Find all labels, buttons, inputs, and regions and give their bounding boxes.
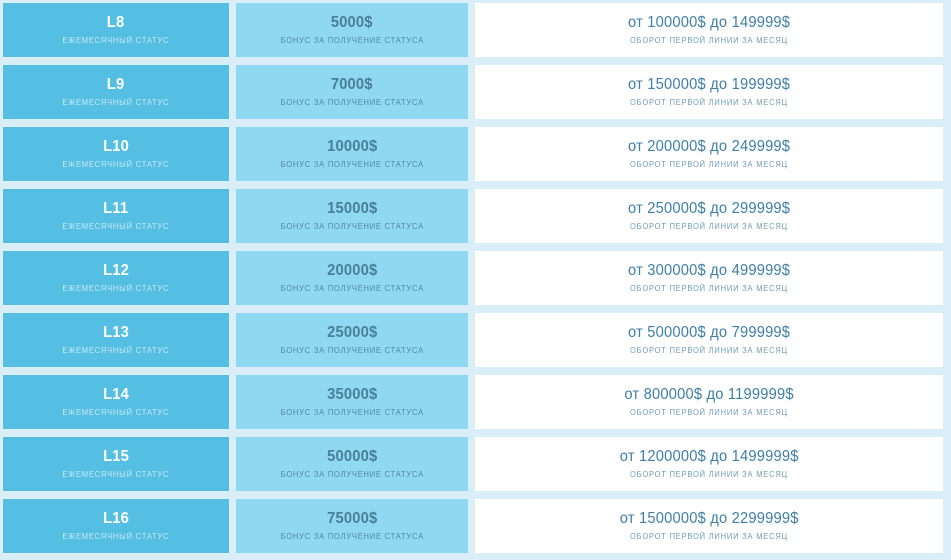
bonus-amount: 15000$ (326, 200, 378, 218)
level-card[interactable]: L15 ЕЖЕМЕСЯЧНЫЙ СТАТУС (3, 437, 229, 491)
bonus-amount: 5000$ (331, 14, 373, 32)
level-name: L12 (103, 262, 129, 280)
level-caption: ЕЖЕМЕСЯЧНЫЙ СТАТУС (62, 98, 170, 107)
level-card[interactable]: L8 ЕЖЕМЕСЯЧНЫЙ СТАТУС (3, 3, 229, 57)
level-caption: ЕЖЕМЕСЯЧНЫЙ СТАТУС (62, 284, 170, 293)
bonus-card[interactable]: 35000$ БОНУС ЗА ПОЛУЧЕНИЕ СТАТУСА (236, 375, 468, 429)
level-name: L16 (103, 510, 129, 528)
level-name: L14 (103, 386, 129, 404)
level-card[interactable]: L9 ЕЖЕМЕСЯЧНЫЙ СТАТУС (3, 65, 229, 119)
bonus-amount: 7000$ (331, 76, 373, 94)
table-row-l8: L8 ЕЖЕМЕСЯЧНЫЙ СТАТУС 5000$ БОНУС ЗА ПОЛ… (3, 3, 948, 57)
turnover-card[interactable]: от 200000$ до 249999$ ОБОРОТ ПЕРВОЙ ЛИНИ… (475, 127, 943, 181)
bonus-card[interactable]: 10000$ БОНУС ЗА ПОЛУЧЕНИЕ СТАТУСА (236, 127, 468, 181)
bonus-card[interactable]: 15000$ БОНУС ЗА ПОЛУЧЕНИЕ СТАТУСА (236, 189, 468, 243)
level-caption: ЕЖЕМЕСЯЧНЫЙ СТАТУС (62, 36, 170, 45)
turnover-range: от 200000$ до 249999$ (627, 138, 791, 156)
bonus-caption: БОНУС ЗА ПОЛУЧЕНИЕ СТАТУСА (280, 532, 424, 541)
turnover-caption: ОБОРОТ ПЕРВОЙ ЛИНИИ ЗА МЕСЯЦ (630, 98, 788, 107)
table-row-l13: L13 ЕЖЕМЕСЯЧНЫЙ СТАТУС 25000$ БОНУС ЗА П… (3, 313, 948, 367)
table-row-l16: L16 ЕЖЕМЕСЯЧНЫЙ СТАТУС 75000$ БОНУС ЗА П… (3, 499, 948, 553)
bonus-caption: БОНУС ЗА ПОЛУЧЕНИЕ СТАТУСА (280, 470, 424, 479)
level-name: L10 (103, 138, 129, 156)
level-caption: ЕЖЕМЕСЯЧНЫЙ СТАТУС (62, 408, 170, 417)
level-caption: ЕЖЕМЕСЯЧНЫЙ СТАТУС (62, 222, 170, 231)
bonus-caption: БОНУС ЗА ПОЛУЧЕНИЕ СТАТУСА (280, 222, 424, 231)
turnover-range: от 800000$ до 1199999$ (624, 386, 794, 404)
turnover-card[interactable]: от 800000$ до 1199999$ ОБОРОТ ПЕРВОЙ ЛИН… (475, 375, 943, 429)
level-caption: ЕЖЕМЕСЯЧНЫЙ СТАТУС (62, 160, 170, 169)
table-row-l10: L10 ЕЖЕМЕСЯЧНЫЙ СТАТУС 10000$ БОНУС ЗА П… (3, 127, 948, 181)
level-card[interactable]: L13 ЕЖЕМЕСЯЧНЫЙ СТАТУС (3, 313, 229, 367)
turnover-card[interactable]: от 300000$ до 499999$ ОБОРОТ ПЕРВОЙ ЛИНИ… (475, 251, 943, 305)
bonus-amount: 75000$ (326, 510, 378, 528)
turnover-card[interactable]: от 1500000$ до 2299999$ ОБОРОТ ПЕРВОЙ ЛИ… (475, 499, 943, 553)
table-row-l14: L14 ЕЖЕМЕСЯЧНЫЙ СТАТУС 35000$ БОНУС ЗА П… (3, 375, 948, 429)
turnover-card[interactable]: от 250000$ до 299999$ ОБОРОТ ПЕРВОЙ ЛИНИ… (475, 189, 943, 243)
bonus-amount: 20000$ (326, 262, 378, 280)
turnover-card[interactable]: от 500000$ до 799999$ ОБОРОТ ПЕРВОЙ ЛИНИ… (475, 313, 943, 367)
turnover-caption: ОБОРОТ ПЕРВОЙ ЛИНИИ ЗА МЕСЯЦ (630, 346, 788, 355)
bonus-card[interactable]: 7000$ БОНУС ЗА ПОЛУЧЕНИЕ СТАТУСА (236, 65, 468, 119)
bonus-amount: 35000$ (326, 386, 378, 404)
turnover-caption: ОБОРОТ ПЕРВОЙ ЛИНИИ ЗА МЕСЯЦ (630, 408, 788, 417)
bonus-card[interactable]: 50000$ БОНУС ЗА ПОЛУЧЕНИЕ СТАТУСА (236, 437, 468, 491)
turnover-card[interactable]: от 1200000$ до 1499999$ ОБОРОТ ПЕРВОЙ ЛИ… (475, 437, 943, 491)
bonus-amount: 10000$ (326, 138, 378, 156)
bonus-card[interactable]: 20000$ БОНУС ЗА ПОЛУЧЕНИЕ СТАТУСА (236, 251, 468, 305)
bonus-card[interactable]: 25000$ БОНУС ЗА ПОЛУЧЕНИЕ СТАТУСА (236, 313, 468, 367)
level-card[interactable]: L16 ЕЖЕМЕСЯЧНЫЙ СТАТУС (3, 499, 229, 553)
bonus-card[interactable]: 75000$ БОНУС ЗА ПОЛУЧЕНИЕ СТАТУСА (236, 499, 468, 553)
turnover-range: от 1200000$ до 1499999$ (619, 448, 799, 466)
bonus-card[interactable]: 5000$ БОНУС ЗА ПОЛУЧЕНИЕ СТАТУСА (236, 3, 468, 57)
level-card[interactable]: L11 ЕЖЕМЕСЯЧНЫЙ СТАТУС (3, 189, 229, 243)
level-caption: ЕЖЕМЕСЯЧНЫЙ СТАТУС (62, 346, 170, 355)
level-card[interactable]: L12 ЕЖЕМЕСЯЧНЫЙ СТАТУС (3, 251, 229, 305)
level-name: L11 (103, 200, 129, 218)
turnover-caption: ОБОРОТ ПЕРВОЙ ЛИНИИ ЗА МЕСЯЦ (630, 532, 788, 541)
level-caption: ЕЖЕМЕСЯЧНЫЙ СТАТУС (62, 470, 170, 479)
turnover-card[interactable]: от 150000$ до 199999$ ОБОРОТ ПЕРВОЙ ЛИНИ… (475, 65, 943, 119)
level-caption: ЕЖЕМЕСЯЧНЫЙ СТАТУС (62, 532, 170, 541)
table-row-l15: L15 ЕЖЕМЕСЯЧНЫЙ СТАТУС 50000$ БОНУС ЗА П… (3, 437, 948, 491)
level-card[interactable]: L10 ЕЖЕМЕСЯЧНЫЙ СТАТУС (3, 127, 229, 181)
level-card[interactable]: L14 ЕЖЕМЕСЯЧНЫЙ СТАТУС (3, 375, 229, 429)
turnover-caption: ОБОРОТ ПЕРВОЙ ЛИНИИ ЗА МЕСЯЦ (630, 284, 788, 293)
table-row-l9: L9 ЕЖЕМЕСЯЧНЫЙ СТАТУС 7000$ БОНУС ЗА ПОЛ… (3, 65, 948, 119)
turnover-range: от 300000$ до 499999$ (627, 262, 791, 280)
bonus-amount: 50000$ (326, 448, 378, 466)
level-name: L13 (103, 324, 129, 342)
level-name: L9 (107, 76, 125, 94)
level-name: L8 (107, 14, 125, 32)
bonus-amount: 25000$ (326, 324, 378, 342)
bonus-caption: БОНУС ЗА ПОЛУЧЕНИЕ СТАТУСА (280, 346, 424, 355)
bonus-caption: БОНУС ЗА ПОЛУЧЕНИЕ СТАТУСА (280, 408, 424, 417)
turnover-caption: ОБОРОТ ПЕРВОЙ ЛИНИИ ЗА МЕСЯЦ (630, 222, 788, 231)
turnover-card[interactable]: от 100000$ до 149999$ ОБОРОТ ПЕРВОЙ ЛИНИ… (475, 3, 943, 57)
turnover-range: от 500000$ до 799999$ (627, 324, 791, 342)
bonus-caption: БОНУС ЗА ПОЛУЧЕНИЕ СТАТУСА (280, 36, 424, 45)
bonus-caption: БОНУС ЗА ПОЛУЧЕНИЕ СТАТУСА (280, 160, 424, 169)
turnover-caption: ОБОРОТ ПЕРВОЙ ЛИНИИ ЗА МЕСЯЦ (630, 36, 788, 45)
table-row-l12: L12 ЕЖЕМЕСЯЧНЫЙ СТАТУС 20000$ БОНУС ЗА П… (3, 251, 948, 305)
turnover-range: от 100000$ до 149999$ (627, 14, 791, 32)
turnover-caption: ОБОРОТ ПЕРВОЙ ЛИНИИ ЗА МЕСЯЦ (630, 470, 788, 479)
turnover-range: от 1500000$ до 2299999$ (619, 510, 799, 528)
turnover-caption: ОБОРОТ ПЕРВОЙ ЛИНИИ ЗА МЕСЯЦ (630, 160, 788, 169)
table-row-l11: L11 ЕЖЕМЕСЯЧНЫЙ СТАТУС 15000$ БОНУС ЗА П… (3, 189, 948, 243)
turnover-range: от 250000$ до 299999$ (627, 200, 791, 218)
bonus-caption: БОНУС ЗА ПОЛУЧЕНИЕ СТАТУСА (280, 98, 424, 107)
level-name: L15 (103, 448, 129, 466)
bonus-caption: БОНУС ЗА ПОЛУЧЕНИЕ СТАТУСА (280, 284, 424, 293)
turnover-range: от 150000$ до 199999$ (627, 76, 791, 94)
